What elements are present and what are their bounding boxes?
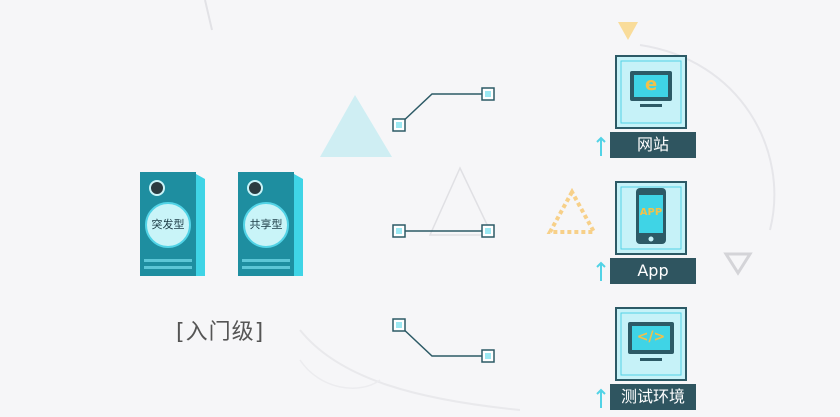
light-triangle-decoration: [320, 95, 392, 157]
destination-website-label: 网站: [610, 132, 696, 158]
code-brackets-icon: [628, 322, 674, 361]
server-badge: [145, 202, 191, 248]
yellow-triangle-decoration: [618, 22, 638, 40]
destination-app-label: App: [610, 258, 696, 284]
connector-website: [392, 87, 495, 132]
server-power-icon: [149, 180, 165, 196]
browser-e-glyph: e: [645, 74, 658, 95]
destination-test-env-label: 测试环境: [610, 384, 696, 410]
tier-label: [入门级]: [176, 320, 265, 345]
connector-test-env: [392, 318, 495, 363]
connector-app: [392, 224, 495, 238]
browser-e-icon: [630, 71, 672, 107]
striped-triangle-decoration: [546, 187, 598, 234]
server-shared-label: 共享型: [249, 218, 283, 231]
destination-website: [596, 55, 687, 156]
grey-triangle-decoration: [723, 252, 753, 276]
phone-app-icon: [636, 188, 666, 244]
server-badge: [243, 202, 289, 248]
code-glyph: </>: [636, 329, 666, 345]
destination-test-env: [596, 307, 687, 408]
outline-triangle-decoration: [428, 166, 494, 236]
server-shared: [238, 172, 303, 276]
server-power-icon: [247, 180, 263, 196]
destination-app: [596, 181, 687, 281]
server-burst: [140, 172, 205, 276]
app-glyph: APP: [639, 207, 663, 218]
background-decoration: [204, 0, 776, 411]
server-burst-label: 突发型: [151, 218, 185, 231]
